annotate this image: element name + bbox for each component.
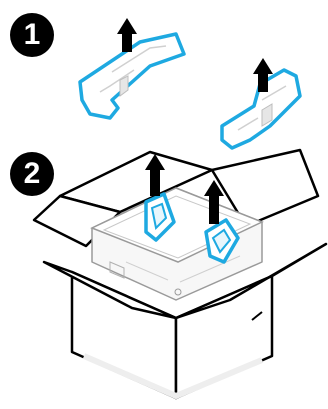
box-back-flaps (32, 148, 320, 248)
step-badge-1: 1 (10, 13, 54, 57)
step-badge-2: 2 (10, 152, 54, 196)
printer (90, 187, 264, 301)
up-arrow-icon (204, 180, 224, 224)
box-front (42, 242, 328, 400)
up-arrow-icon (145, 154, 165, 196)
pull-tab-right (204, 218, 240, 264)
up-arrow-icon (253, 58, 273, 92)
pull-tab-left (144, 192, 176, 242)
packing-foam-left (78, 32, 186, 120)
packing-foam-right (220, 68, 302, 150)
up-arrow-icon (117, 18, 137, 52)
